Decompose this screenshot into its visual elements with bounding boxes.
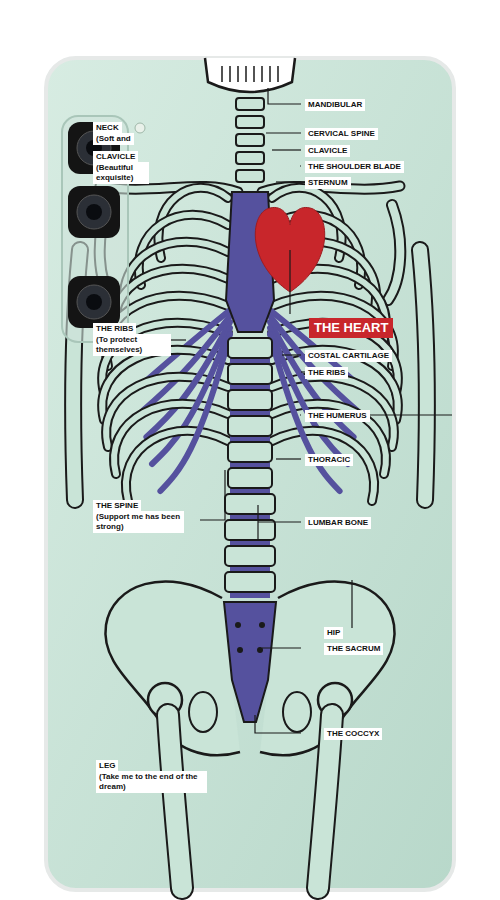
part-label: MANDIBULAR <box>305 99 365 111</box>
sacral-foramen <box>259 622 265 628</box>
bone-outline <box>168 715 182 888</box>
tooth <box>253 66 255 82</box>
bone-outline <box>126 431 228 501</box>
tooth <box>269 66 271 82</box>
tooth <box>245 66 247 82</box>
leader-line <box>200 470 225 520</box>
part-label: COSTAL CARTILAGE <box>305 350 392 362</box>
flash <box>135 123 145 133</box>
sacrum <box>224 602 276 722</box>
part-label: THE SHOULDER BLADE <box>305 161 404 173</box>
part-label: LUMBAR BONE <box>305 517 371 529</box>
leader-line <box>300 414 301 415</box>
vertebra <box>228 416 272 436</box>
leader-line <box>351 580 352 628</box>
phone-case <box>46 58 454 890</box>
leader-line <box>276 458 301 459</box>
tooth <box>229 66 231 82</box>
costal-cartilage <box>160 334 230 491</box>
cervical-vertebra <box>236 116 264 128</box>
part-label: CLAVICLE <box>305 145 350 157</box>
sacral-foramen <box>237 647 243 653</box>
vertebra <box>225 546 275 566</box>
part-label: THE SACRUM <box>324 643 383 655</box>
cervical-vertebra <box>236 152 264 164</box>
camera-lens <box>77 285 111 319</box>
vertebra <box>228 442 272 462</box>
part-label: STERNUM <box>305 177 351 189</box>
vertebra <box>228 468 272 488</box>
tooth <box>237 66 239 82</box>
vertebra <box>225 520 275 540</box>
part-label: THORACIC <box>305 454 353 466</box>
bone-fill <box>388 205 400 300</box>
cervical-vertebra <box>236 98 264 110</box>
leader-line <box>272 149 301 150</box>
tooth <box>261 66 263 82</box>
bone-outline <box>272 431 374 501</box>
part-label: CERVICAL SPINE <box>305 128 378 140</box>
vertebra <box>228 338 272 358</box>
part-label: (Take me to the end of the dream) <box>96 771 207 793</box>
leader-line <box>262 647 301 648</box>
camera-housing <box>68 186 120 238</box>
obturator <box>189 692 217 732</box>
tooth <box>277 66 279 82</box>
bone-outline <box>420 250 427 500</box>
leader-line <box>266 132 301 133</box>
leader-line <box>366 414 452 415</box>
camera-lens <box>77 195 111 229</box>
vertebra <box>225 572 275 592</box>
bone-fill <box>420 250 427 500</box>
bone-fill <box>272 431 374 501</box>
leader-line <box>276 181 301 182</box>
vertebra <box>228 364 272 384</box>
part-label: (Support me has been strong) <box>93 511 184 533</box>
bone-outline <box>388 205 400 300</box>
part-label: (Beautiful exquisite) <box>93 162 149 184</box>
part-label: THE COCCYX <box>324 728 382 740</box>
bone-fill <box>318 715 332 888</box>
leader-line <box>268 88 301 104</box>
sacral-foramen <box>235 622 241 628</box>
obturator <box>283 692 311 732</box>
part-label: (To protect themselves) <box>93 334 171 356</box>
part-label: (Soft and <box>93 133 134 145</box>
leader-line <box>289 250 290 314</box>
camera-housing <box>68 276 120 328</box>
part-label: HIP <box>324 627 343 639</box>
part-label: THE HUMERUS <box>305 410 370 422</box>
highlight-label: THE HEART <box>309 318 393 338</box>
camera-module <box>62 116 128 342</box>
leader-line <box>282 354 301 355</box>
hip-bone <box>260 581 395 755</box>
bones <box>62 58 452 888</box>
mandible <box>205 58 295 92</box>
leader-line <box>300 165 301 166</box>
bone-fill <box>168 715 182 888</box>
camera-pupil <box>86 204 102 220</box>
vertebra <box>228 390 272 410</box>
leader-line <box>258 521 301 522</box>
camera-pupil <box>86 294 102 310</box>
bone-fill <box>126 431 228 501</box>
tooth <box>221 66 223 82</box>
cervical-vertebra <box>236 134 264 146</box>
leader-line <box>255 715 301 733</box>
cervical-vertebra <box>236 170 264 182</box>
part-label: THE RIBS <box>305 367 348 379</box>
bone-outline <box>318 715 332 888</box>
vertebra <box>225 494 275 514</box>
